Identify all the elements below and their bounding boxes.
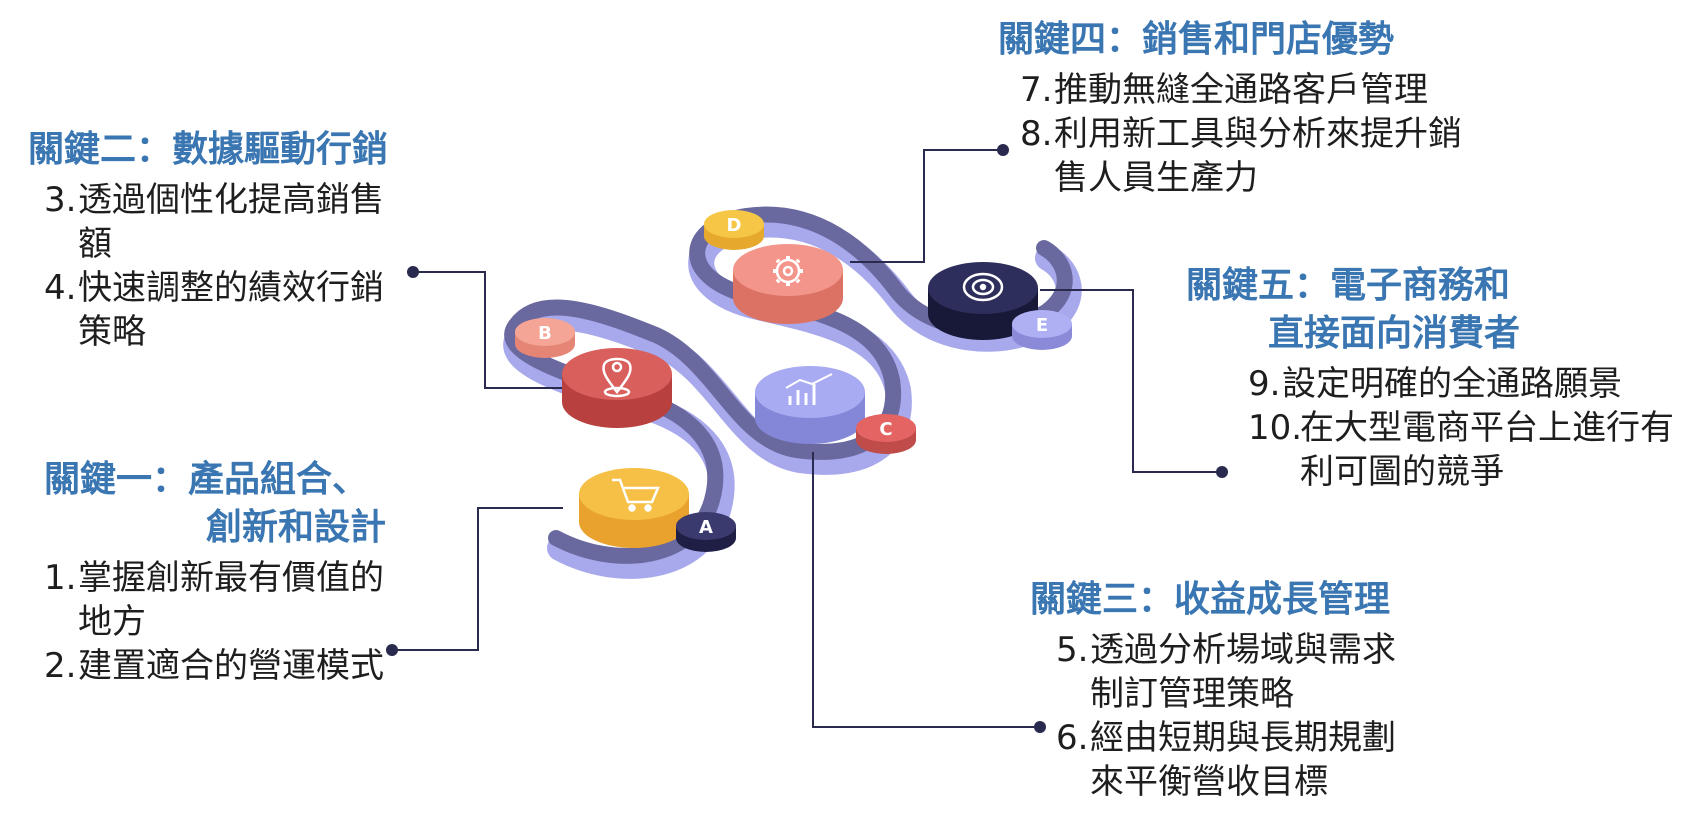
- section-k5-title-line-1: 關鍵五：電子商務和: [1186, 265, 1511, 306]
- connector-dot-k2: [407, 266, 419, 278]
- connector-dot-k5: [1216, 466, 1228, 478]
- disk-e: [928, 262, 1038, 340]
- connector-dots: [386, 144, 1228, 733]
- item-2-number: 2.: [44, 646, 77, 686]
- badge-c-label: C: [879, 419, 892, 440]
- section-k5-title-line-2: 直接面向消費者: [1268, 313, 1521, 354]
- section-k4-title: 關鍵四：銷售和門店優勢: [998, 19, 1395, 60]
- disk-a: [579, 468, 689, 548]
- badge-a: A: [676, 512, 736, 552]
- item-6-text: 經由短期與長期規劃來平衡營收目標: [1090, 718, 1396, 802]
- item-5-text: 透過分析場域與需求制訂管理策略: [1090, 630, 1396, 714]
- list-item-7: 7.推動無縫全通路客戶管理: [1020, 68, 1470, 112]
- item-2-text: 建置適合的營運模式: [78, 646, 384, 686]
- connector-dot-k3: [1034, 721, 1046, 733]
- shopping-cart-icon: [612, 478, 660, 512]
- item-9-text: 設定明確的全通路願景: [1282, 364, 1622, 404]
- disk-b: [562, 348, 672, 428]
- section-k5: 關鍵五：電子商務和 直接面向消費者 9.設定明確的全通路願景 10.在大型電商平…: [1186, 262, 1686, 494]
- list-item-3: 3.透過個性化提高銷售額: [44, 178, 404, 266]
- item-10-number: 10.: [1248, 408, 1303, 448]
- section-k2: 關鍵二：數據驅動行銷 3.透過個性化提高銷售額 4.快速調整的績效行銷策略: [28, 126, 448, 354]
- connector-dot-k4: [997, 144, 1009, 156]
- connector-k4: [850, 149, 1003, 263]
- item-6-number: 6.: [1056, 718, 1089, 758]
- badge-a-label: A: [699, 517, 713, 538]
- bar-chart-icon: [785, 373, 833, 405]
- list-item-10: 10.在大型電商平台上進行有利可圖的競爭: [1248, 406, 1680, 494]
- list-item-9: 9.設定明確的全通路願景: [1248, 362, 1688, 406]
- item-7-text: 推動無縫全通路客戶管理: [1054, 70, 1428, 110]
- section-k4: 關鍵四：銷售和門店優勢 7.推動無縫全通路客戶管理 8.利用新工具與分析來提升銷…: [998, 16, 1478, 200]
- section-k1-title-line-1: 關鍵一：產品組合、: [44, 459, 369, 500]
- location-pin-icon: [602, 357, 632, 398]
- badge-b-label: B: [538, 323, 552, 344]
- item-8-number: 8.: [1020, 114, 1053, 154]
- item-8-text: 利用新工具與分析來提升銷售人員生產力: [1054, 114, 1462, 198]
- section-k1: 關鍵一：產品組合、 創新和設計 1.掌握創新最有價值的地方 2.建置適合的營運模…: [44, 456, 424, 688]
- badge-d: D: [704, 210, 764, 250]
- section-k2-title: 關鍵二：數據驅動行銷: [28, 129, 389, 170]
- section-k3-title: 關鍵三：收益成長管理: [1030, 579, 1391, 620]
- item-1-text: 掌握創新最有價值的地方: [78, 558, 384, 642]
- item-4-text: 快速調整的績效行銷策略: [78, 268, 384, 352]
- badge-e-label: E: [1036, 315, 1048, 336]
- badge-e: E: [1012, 310, 1072, 350]
- disk-d: [733, 244, 843, 324]
- item-7-number: 7.: [1020, 70, 1053, 110]
- connector-k3: [812, 452, 1040, 728]
- connector-k5: [1040, 289, 1222, 473]
- list-item-1: 1.掌握創新最有價值的地方: [44, 556, 404, 644]
- list-item-5: 5.透過分析場域與需求制訂管理策略: [1056, 628, 1426, 716]
- item-10-text: 在大型電商平台上進行有利可圖的競爭: [1300, 408, 1674, 492]
- target-icon: [962, 272, 1004, 302]
- gear-icon: [773, 256, 803, 286]
- item-9-number: 9.: [1248, 364, 1281, 404]
- list-item-4: 4.快速調整的績效行銷策略: [44, 266, 404, 354]
- badge-d-label: D: [727, 215, 742, 236]
- connector-k1: [392, 507, 563, 651]
- badge-c: C: [856, 414, 916, 454]
- item-5-number: 5.: [1056, 630, 1089, 670]
- item-3-text: 透過個性化提高銷售額: [78, 180, 384, 264]
- connector-k2: [413, 271, 563, 389]
- connector-dot-k1: [386, 644, 398, 656]
- list-item-8: 8.利用新工具與分析來提升銷售人員生產力: [1020, 112, 1464, 200]
- badge-b: B: [515, 318, 575, 358]
- disk-c: [755, 366, 865, 444]
- connectors: [392, 149, 1222, 728]
- section-k3: 關鍵三：收益成長管理 5.透過分析場域與需求制訂管理策略 6.經由短期與長期規劃…: [1030, 576, 1490, 804]
- item-1-number: 1.: [44, 558, 77, 598]
- section-k1-title-line-2: 創新和設計: [206, 507, 387, 548]
- list-item-6: 6.經由短期與長期規劃來平衡營收目標: [1056, 716, 1426, 804]
- list-item-2: 2.建置適合的營運模式: [44, 644, 404, 688]
- item-4-number: 4.: [44, 268, 77, 308]
- item-3-number: 3.: [44, 180, 77, 220]
